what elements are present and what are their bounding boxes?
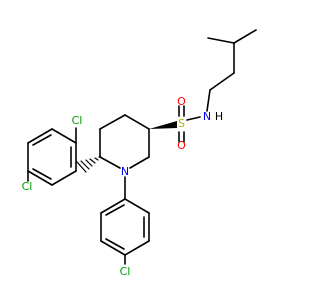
bond-dcp-5-6: [27, 170, 53, 186]
bond-cp-3-4: [124, 240, 150, 256]
bond-c3-c4: [124, 114, 150, 130]
atom-label-ring-nitrogen: N: [121, 165, 129, 178]
bond-c6-n: [99, 156, 121, 169]
bond-ch-ch3b: [233, 29, 257, 44]
bond-cp-4-5: [100, 240, 126, 256]
bond-dcp-6-1: [51, 170, 77, 186]
bond-dcp-inner-b: [32, 134, 52, 146]
atom-label-sulfur: S: [178, 117, 185, 130]
hashed-bond-c6-aryl: [76, 156, 102, 173]
bond-nh-s: [186, 116, 201, 121]
bond-ch3a-ch: [207, 37, 235, 44]
atom-label-cl-para-dichlorophenyl: Cl: [22, 180, 33, 193]
bond-n-c2: [129, 156, 150, 169]
bond-layer: [27, 29, 257, 265]
bond-c4-c5: [99, 114, 126, 130]
bond-dcp-2-3: [51, 128, 77, 144]
bond-ch2-nh: [206, 89, 211, 112]
bond-cp-6-1: [100, 198, 126, 214]
atom-label-cl-ortho: Cl: [72, 114, 83, 127]
atom-label-nh-nitrogen: N: [203, 110, 211, 123]
bond-cp-inner-b: [105, 238, 125, 250]
atom-label-cl-para-chlorophenyl: Cl: [120, 265, 131, 278]
bond-cp-inner-c: [105, 204, 125, 216]
molecule-structure-drawing: O S O N H N Cl Cl Cl: [22, 29, 257, 278]
wedge-bond-s-c3: [149, 121, 177, 129]
bond-ch2-ch2: [209, 72, 235, 91]
bond-dcp-inner-c: [32, 168, 52, 180]
atom-label-o-bottom: O: [177, 139, 186, 152]
bond-cp-1-2: [124, 198, 150, 214]
bond-dcp-3-4: [27, 128, 53, 144]
atom-label-nh-hydrogen: H: [215, 110, 223, 123]
atom-label-layer: O S O N H N Cl Cl Cl: [22, 95, 224, 278]
atom-label-o-top: O: [177, 95, 186, 108]
